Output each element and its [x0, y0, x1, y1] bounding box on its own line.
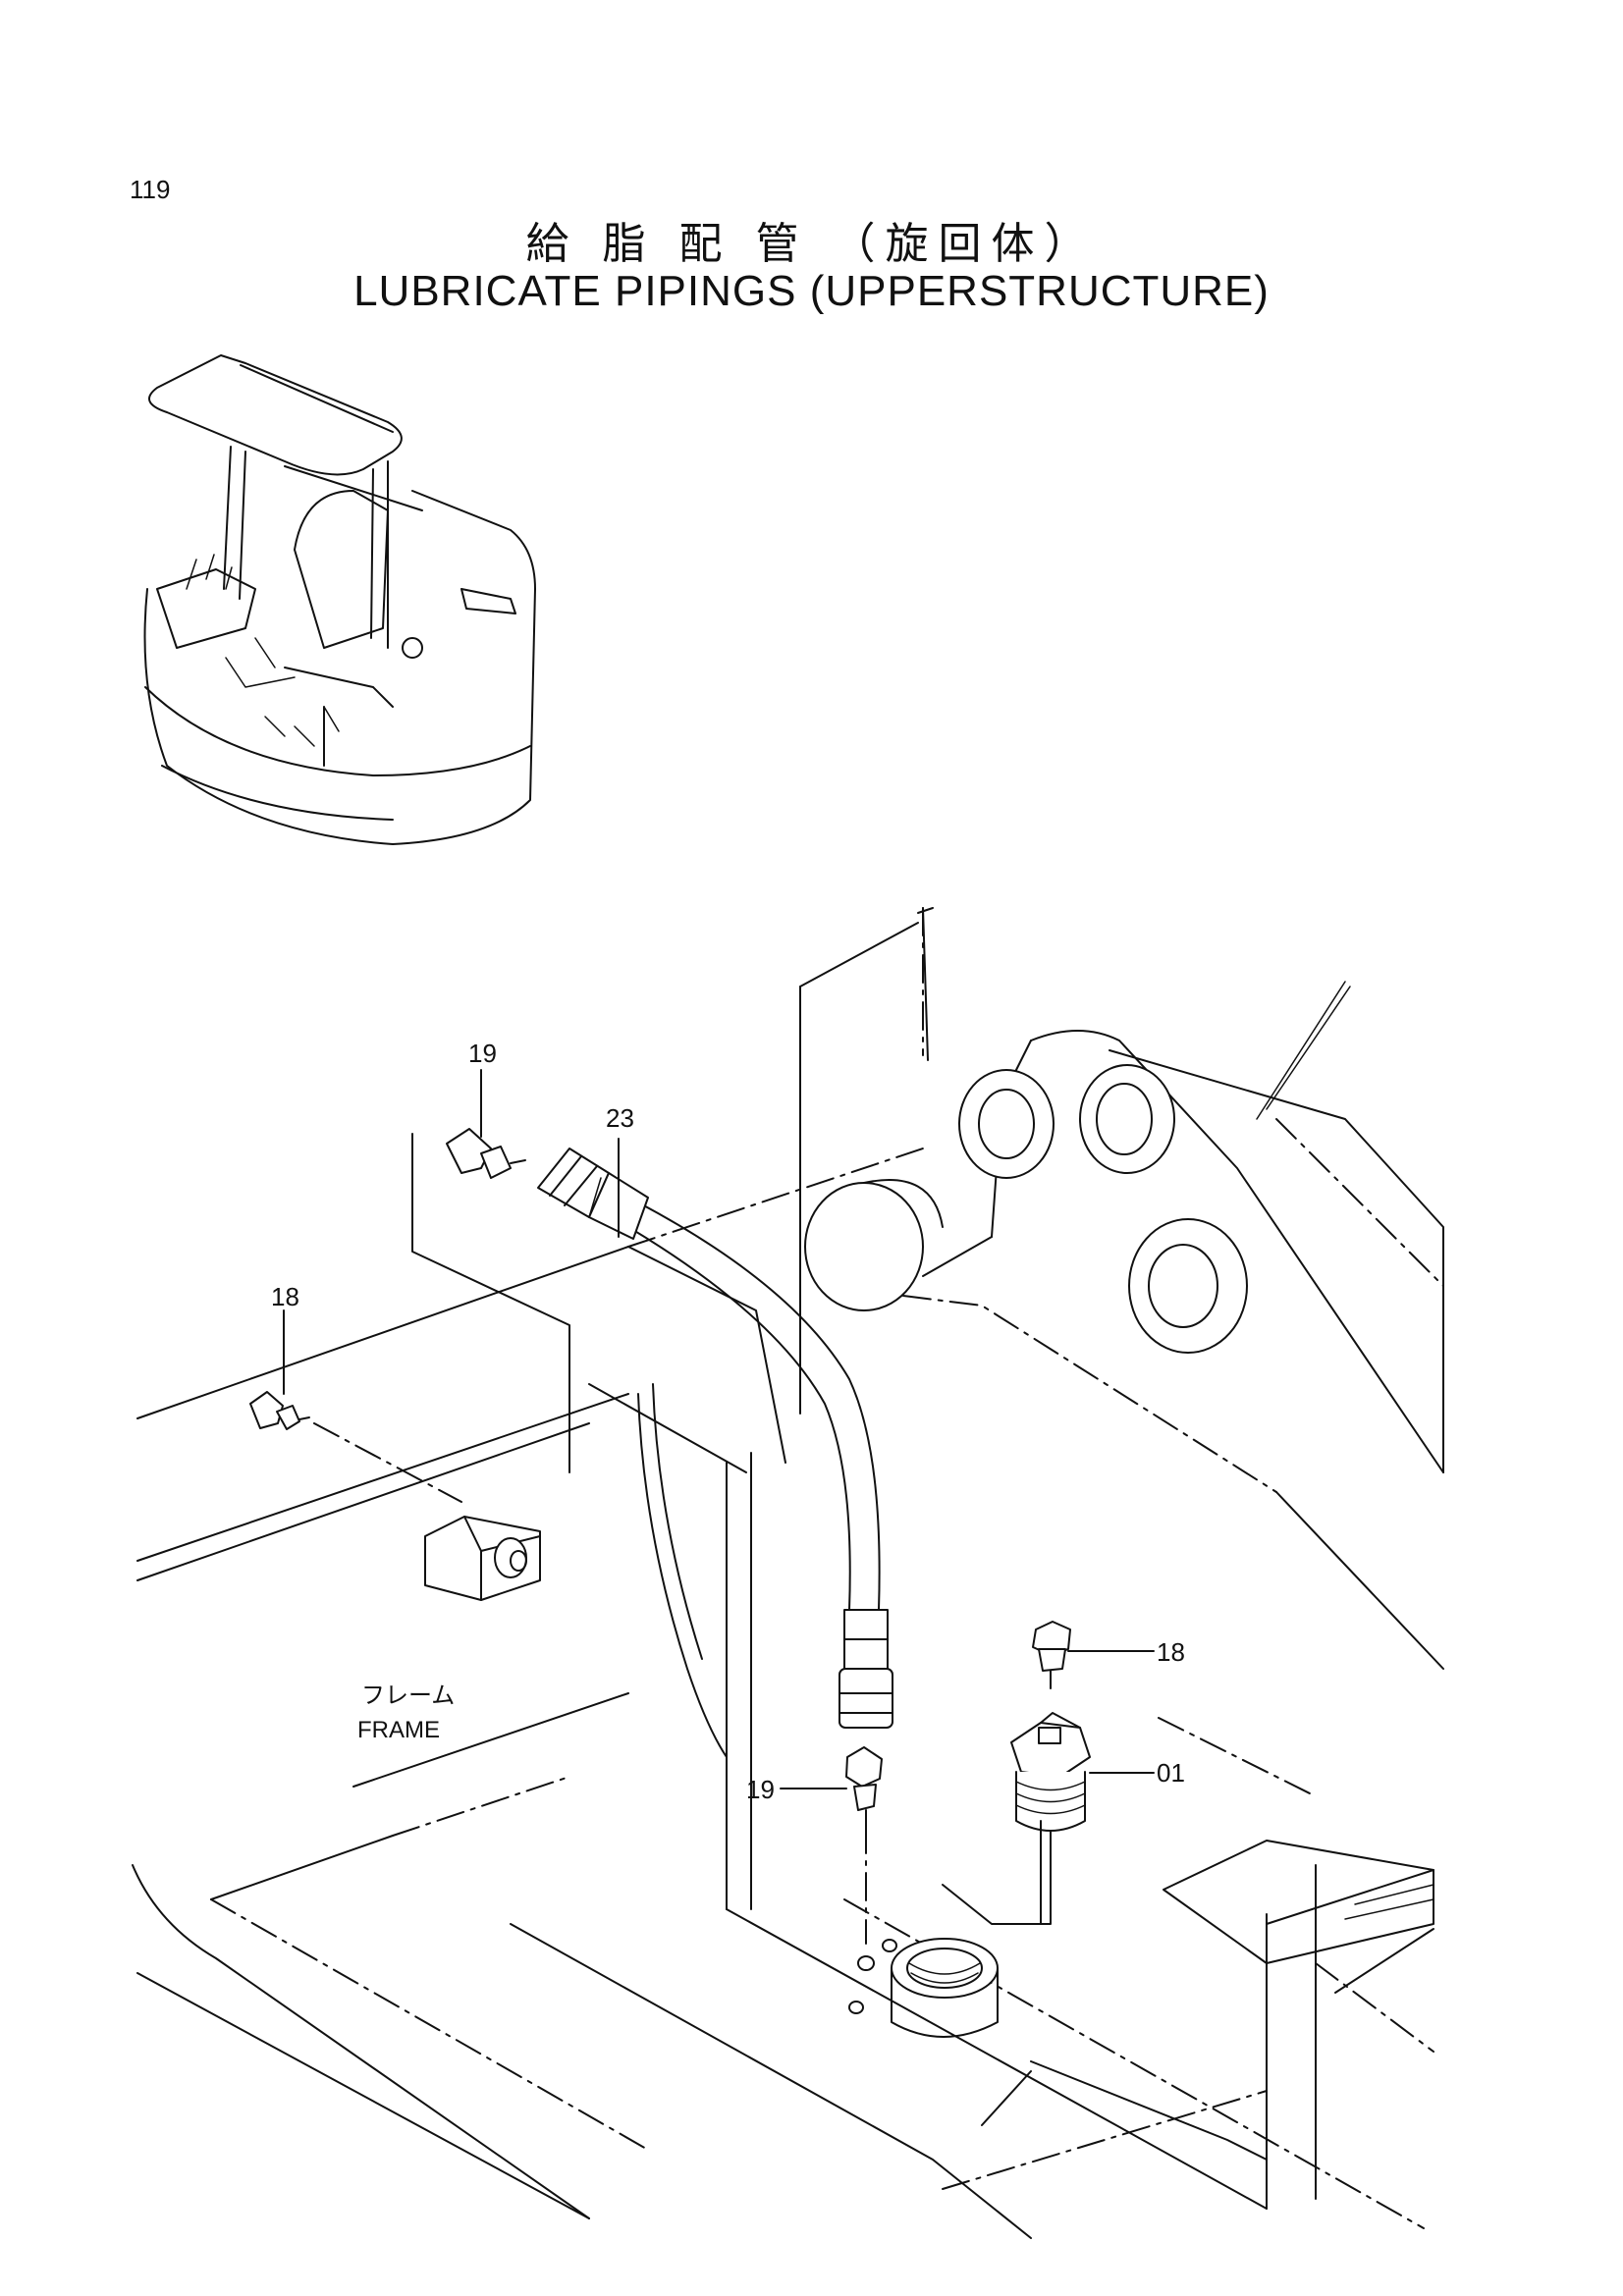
- page-number: 119: [130, 175, 171, 204]
- title-english: LUBRICATE PIPINGS (UPPERSTRUCTURE): [353, 267, 1270, 315]
- callout-19-bottom: 19: [746, 1775, 775, 1804]
- callout-19-top: 19: [468, 1039, 497, 1068]
- frame-label-en: FRAME: [357, 1717, 440, 1743]
- plug-01: [891, 1712, 1155, 2038]
- leader-bracket-top: [411, 1133, 570, 1473]
- fitting-18-left: [249, 1309, 462, 1503]
- hose-assembly: [537, 1148, 893, 1729]
- callout-18-left: 18: [271, 1282, 299, 1311]
- fitting-19-top: [446, 1069, 526, 1179]
- title-japanese: 給 脂 配 管 （旋回体）: [525, 219, 1098, 269]
- frame-label-jp: フレーム: [361, 1682, 455, 1709]
- fitting-19-bottom: [780, 1746, 897, 2014]
- fitting-18-right: [1032, 1621, 1155, 1689]
- overview-machine-sketch: [143, 354, 536, 845]
- boom-bracket: [799, 907, 1444, 1473]
- frame-structure: [132, 1148, 1444, 2239]
- callout-01: 01: [1157, 1758, 1185, 1788]
- frame-fitting-block: [424, 1516, 541, 1601]
- callout-23: 23: [606, 1103, 634, 1133]
- callout-18-right: 18: [1157, 1637, 1185, 1667]
